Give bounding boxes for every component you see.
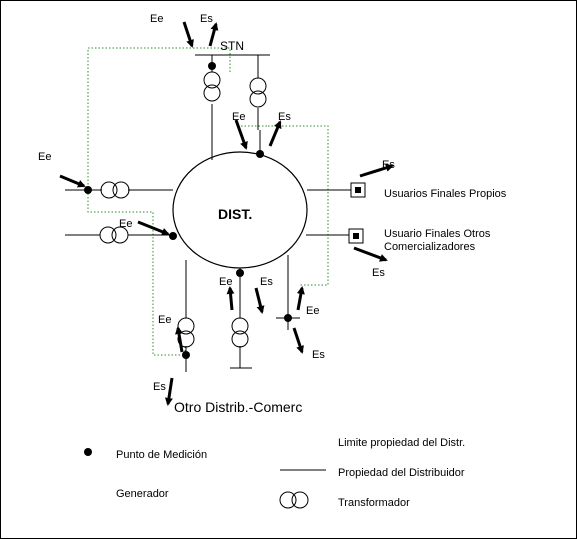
legend-generador-label: Generador (116, 488, 169, 500)
stn-label: STN (220, 39, 244, 53)
energy-in-label: Ee (150, 13, 163, 25)
energy-in-label: Ee (219, 276, 232, 288)
transformer-icon (249, 77, 267, 108)
energy-out-label: Es (200, 13, 213, 25)
transformer-icon (177, 317, 195, 348)
distributor-lines (65, 54, 358, 372)
energy-out-label: Es (153, 381, 166, 393)
measurement-point-dot (169, 232, 177, 240)
measurement-point-dot (236, 269, 244, 277)
legend-limite-label: Limite propiedad del Distr. (338, 437, 465, 449)
energy-out-label: Es (382, 159, 395, 171)
energy-in-label: Ee (119, 218, 132, 230)
measurement-point-dot (284, 314, 292, 322)
transformer-icon (100, 181, 130, 199)
measurement-point-dot (256, 150, 264, 158)
legend-transformer-icon (279, 491, 309, 509)
legend-propiedad-label: Propiedad del Distribuidor (338, 467, 465, 479)
measurement-point-dot (84, 186, 92, 194)
energy-in-label: Ee (38, 151, 51, 163)
energy-in-label: Ee (232, 111, 245, 123)
energy-in-label: Ee (306, 305, 319, 317)
legend: Punto de Medición Generador Limite propi… (84, 437, 465, 509)
energy-out-label: Es (260, 276, 273, 288)
usuarios-propios-label: Usuarios Finales Propios (384, 188, 507, 200)
measurement-points (84, 62, 292, 359)
energy-in-label: Ee (158, 314, 171, 326)
transformer-icon (203, 71, 221, 102)
usuarios-otros-label-line1: Usuario Finales Otros (384, 228, 491, 240)
energy-out-label: Es (372, 267, 385, 279)
endpoint-box (348, 228, 364, 244)
legend-transformador-label: Transformador (338, 497, 410, 509)
legend-punto-label: Punto de Medición (116, 449, 207, 461)
legend-measurement-dot (84, 448, 92, 456)
distributor-label: DIST. (218, 206, 252, 222)
transformer-icon (99, 226, 129, 244)
transformer-icon (231, 317, 249, 348)
usuarios-otros-label-line2: Comercializadores (384, 241, 476, 253)
energy-out-label: Es (312, 349, 325, 361)
measurement-point-dot (208, 62, 216, 70)
endpoint-box (350, 182, 366, 198)
energy-out-label: Es (278, 111, 291, 123)
energy-labels: Ee Es Ee Es Ee Ee Es Es Ee Es Ee Es Ee E… (38, 13, 395, 393)
energy-arrows (59, 21, 394, 406)
measurement-point-dot (182, 351, 190, 359)
otro-distribuidor-label: Otro Distrib.-Comerc (174, 399, 302, 415)
